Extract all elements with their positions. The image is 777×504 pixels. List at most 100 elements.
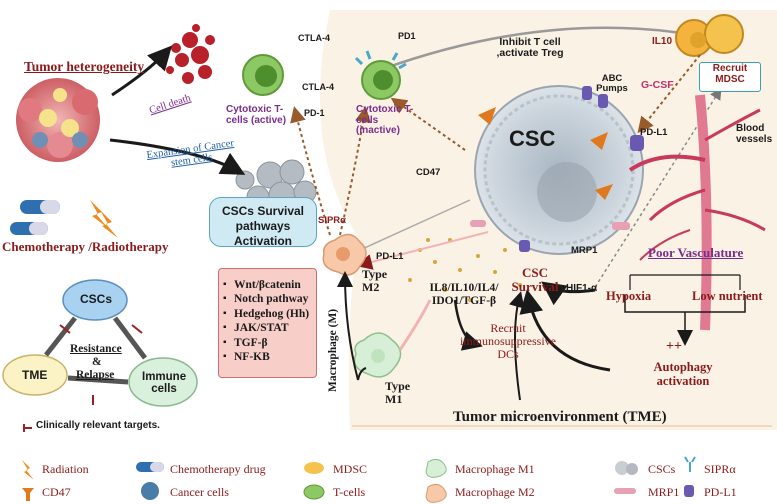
macrophage-m1 [353,332,402,378]
chemo-pills-icon [10,200,60,235]
radiation-icon [22,460,34,480]
siprα-label: SIPRα [318,215,347,226]
immune-bubble [128,357,198,407]
recruit-mdsc-label: Recruit MDSC [712,63,748,85]
cycle-immune-label: Immune cells [142,371,187,396]
tumor-cluster [16,78,100,162]
t-cell-inactive [354,50,407,100]
radiation-bolts-icon [90,200,118,238]
csc-survival-label: CSC Survival [511,265,559,294]
siprα-icon [684,456,696,472]
poor-vasculature-label: Poor Vasculature [648,245,744,260]
csc-main-cell [474,85,644,255]
csc-receptors [470,86,644,252]
macrophage-m2 [322,233,367,276]
blood-vessels [628,94,766,331]
mdsc-cells [675,14,744,57]
legend-macrophage-m1: Macrophage M1 [455,462,535,476]
mdsc-icon [304,462,324,474]
pathway-list: Wnt/βcatenin Notch pathway Hedgehog (Hh)… [222,278,309,365]
tme-bubble [2,354,68,396]
legend-t-cells: T-cells [333,485,366,499]
legend-chemo-drug: Chemotherapy drug [170,462,266,476]
tumor-heterogeneity-label: Tumor heterogeneity [24,59,145,74]
macrophage-m2-icon [425,483,447,503]
arrow-gcsf [637,54,701,134]
cancer-cells-icon [141,482,159,500]
pdl1-mac-label: PD-L1 [376,251,404,262]
clinical-note: Clinically relevant targets. [36,420,160,431]
t-cells-icon [303,484,325,500]
pdl1-right-label: PD-L1 [640,127,668,138]
legend-pd-l1: PD-L1 [704,485,737,499]
cscs-bubble [62,279,128,321]
cycle-arrow-2 [113,316,147,360]
cytokines-label: IL8/IL10/IL4/ IDO1/TGF-β [429,282,499,307]
legend-icons [22,456,696,503]
tme-title: Tumor microenvironment (TME) [453,409,667,425]
arrow-autophagy-survival [519,289,611,372]
pathway-item: Hedgehog (Hh) [223,307,309,322]
pd-l1-icon [684,485,694,497]
resistance-label: Resistance [70,343,122,355]
arrow-recruit-dcs [453,299,483,351]
cycle-cscs-label: CSCs [80,292,113,306]
arrow-csc-to-m2b [356,231,489,270]
arrow-hypoxia-survival [541,281,596,306]
legend-mdsc: MDSC [333,462,368,476]
therapy-label: Chemotherapy /Radiotherapy [2,239,169,254]
recruit-dcs-label: Recruit immunosuppressive DCs [460,321,556,361]
hif-label: HIF1-α [566,283,598,294]
arrow-m1-pink [398,299,432,351]
legend-siprα: SIPRα [704,462,736,476]
legend-cscs: CSCs [648,462,676,476]
cscs-icon [615,461,629,475]
cd47-label: CD47 [416,167,441,178]
macrophage-label: Macrophage (M) [327,308,339,392]
autophagy-label: Autophagy activation [653,360,713,388]
blood-vessels-label: Blood vessels [736,123,773,145]
pathway-item: Notch pathway [223,292,309,307]
ctla4-mid-label: CTLA-4 [302,82,334,92]
mrp1-icon [614,488,636,494]
pd1-top-label: PD1 [398,31,416,41]
cycle-tme-label: TME [22,368,48,382]
inhibit-mark-2 [131,324,143,334]
survival-box [209,197,317,247]
arrow-tme-survival [509,291,525,401]
cd47-icon [22,488,34,501]
pd1-mid-label: PD-1 [304,108,325,118]
csc-label: CSC [509,126,556,151]
cycle-arrow-3 [67,375,129,385]
hypoxia-label: Hypoxia [606,289,652,303]
plus-plus-label: ++ [666,339,682,354]
arrow-m-to-m2 [337,271,359,381]
arrow-expansion [109,138,246,175]
legend-macrophage-m2: Macrophage M2 [455,485,535,499]
arrow-m2-to-inactive [339,106,371,236]
pathway-item: Wnt/βcatenin [223,278,309,293]
legend-cancer-cells: Cancer cells [170,485,229,499]
vasculature-lines [629,274,741,290]
arrow-m2-to-tcell [290,106,331,236]
arrow-tcell-inactive [390,97,466,151]
type-m2-label: Type M2 [362,267,388,294]
g-csf-label: G-CSF [641,79,674,91]
arrow-csc-to-m2 [359,199,471,251]
inhibit-label: Inhibit T cell ,activate Treg [496,36,564,60]
abc-pumps-label: ABC Pumps [596,73,628,94]
pathway-item: TGF-β [223,336,309,351]
il10-label: IL10 [652,36,673,47]
type-m1-label: Type M1 [385,379,411,406]
amp-label: & [92,356,102,368]
cell-death-cluster [166,24,215,84]
legend-mrp1: MRP1 [648,485,680,499]
legend-cd47: CD47 [42,485,71,499]
mrp1-label: MRP1 [571,245,598,256]
inhibit-mark-1 [59,324,71,334]
tcell-inactive-label: Cytotoxic T-cells (inactive) [356,104,414,136]
cycle-arrow-1 [44,316,77,357]
arrow-cell-death [111,45,173,97]
macrophage-m1-icon [425,458,447,478]
